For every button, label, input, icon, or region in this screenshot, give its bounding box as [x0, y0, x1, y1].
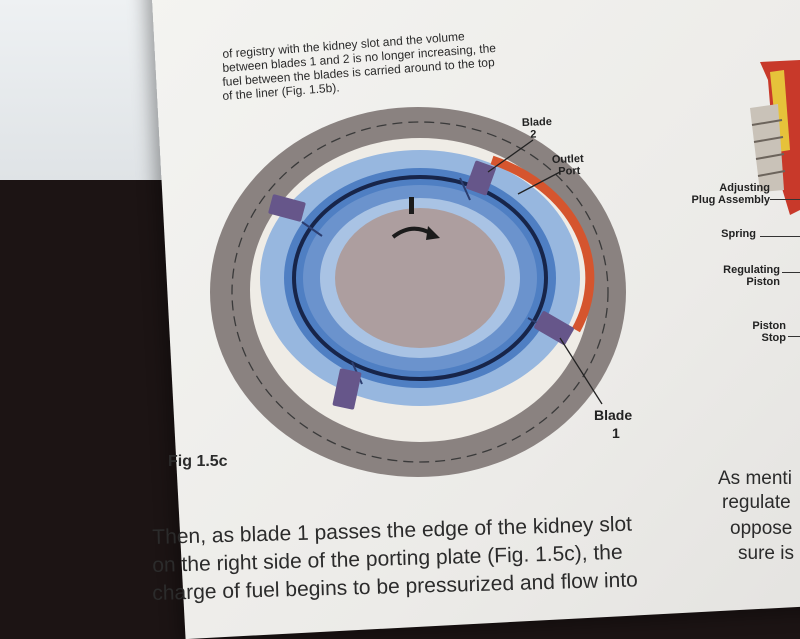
leader-regulating-piston	[782, 272, 800, 273]
blade-2	[466, 160, 496, 196]
figure-caption: Fig 1.5c	[168, 453, 228, 470]
rotation-arrowhead-icon	[426, 226, 440, 240]
leader-spring	[760, 236, 800, 237]
blade-divider	[301, 221, 323, 237]
outlet-leader	[517, 171, 561, 195]
kidney-slot-dashed	[231, 121, 609, 463]
blade-1	[534, 311, 574, 345]
label-spring: Spring	[721, 228, 756, 240]
leader-adjusting-plug	[770, 199, 800, 200]
right-paragraph-line: As menti	[718, 468, 792, 489]
blade2-leader	[487, 139, 534, 173]
thread-line	[757, 170, 786, 177]
callout-outlet-port: OutletPort	[552, 153, 585, 178]
right-paragraph-line: regulate	[722, 492, 791, 513]
callout-blade-2: Blade2	[522, 116, 553, 141]
thread-line	[753, 136, 784, 143]
leader-piston-stop	[788, 336, 800, 337]
adjusting-plug-thread	[750, 104, 784, 192]
right-paragraph-line: sure is	[738, 543, 794, 564]
right-paragraph-line: oppose	[730, 518, 793, 539]
blade-divider	[459, 177, 471, 201]
blade-bottom	[332, 368, 362, 410]
thread-line	[755, 153, 785, 160]
blade1-leader	[559, 337, 603, 405]
outlet-port-arc	[490, 155, 595, 333]
rotor-dark-line	[292, 175, 548, 381]
regulator-yellow-channel	[770, 70, 790, 152]
label-piston-stop: Piston Stop	[752, 320, 786, 344]
blade-left	[268, 194, 306, 222]
label-adjusting-plug-assembly: Adjusting Plug Assembly	[691, 182, 770, 206]
thread-line	[751, 119, 783, 126]
rotor-core	[335, 208, 505, 348]
timing-mark	[409, 197, 414, 214]
label-regulating-piston: Regulating Piston	[723, 264, 780, 288]
regulator-drawing	[750, 60, 800, 215]
